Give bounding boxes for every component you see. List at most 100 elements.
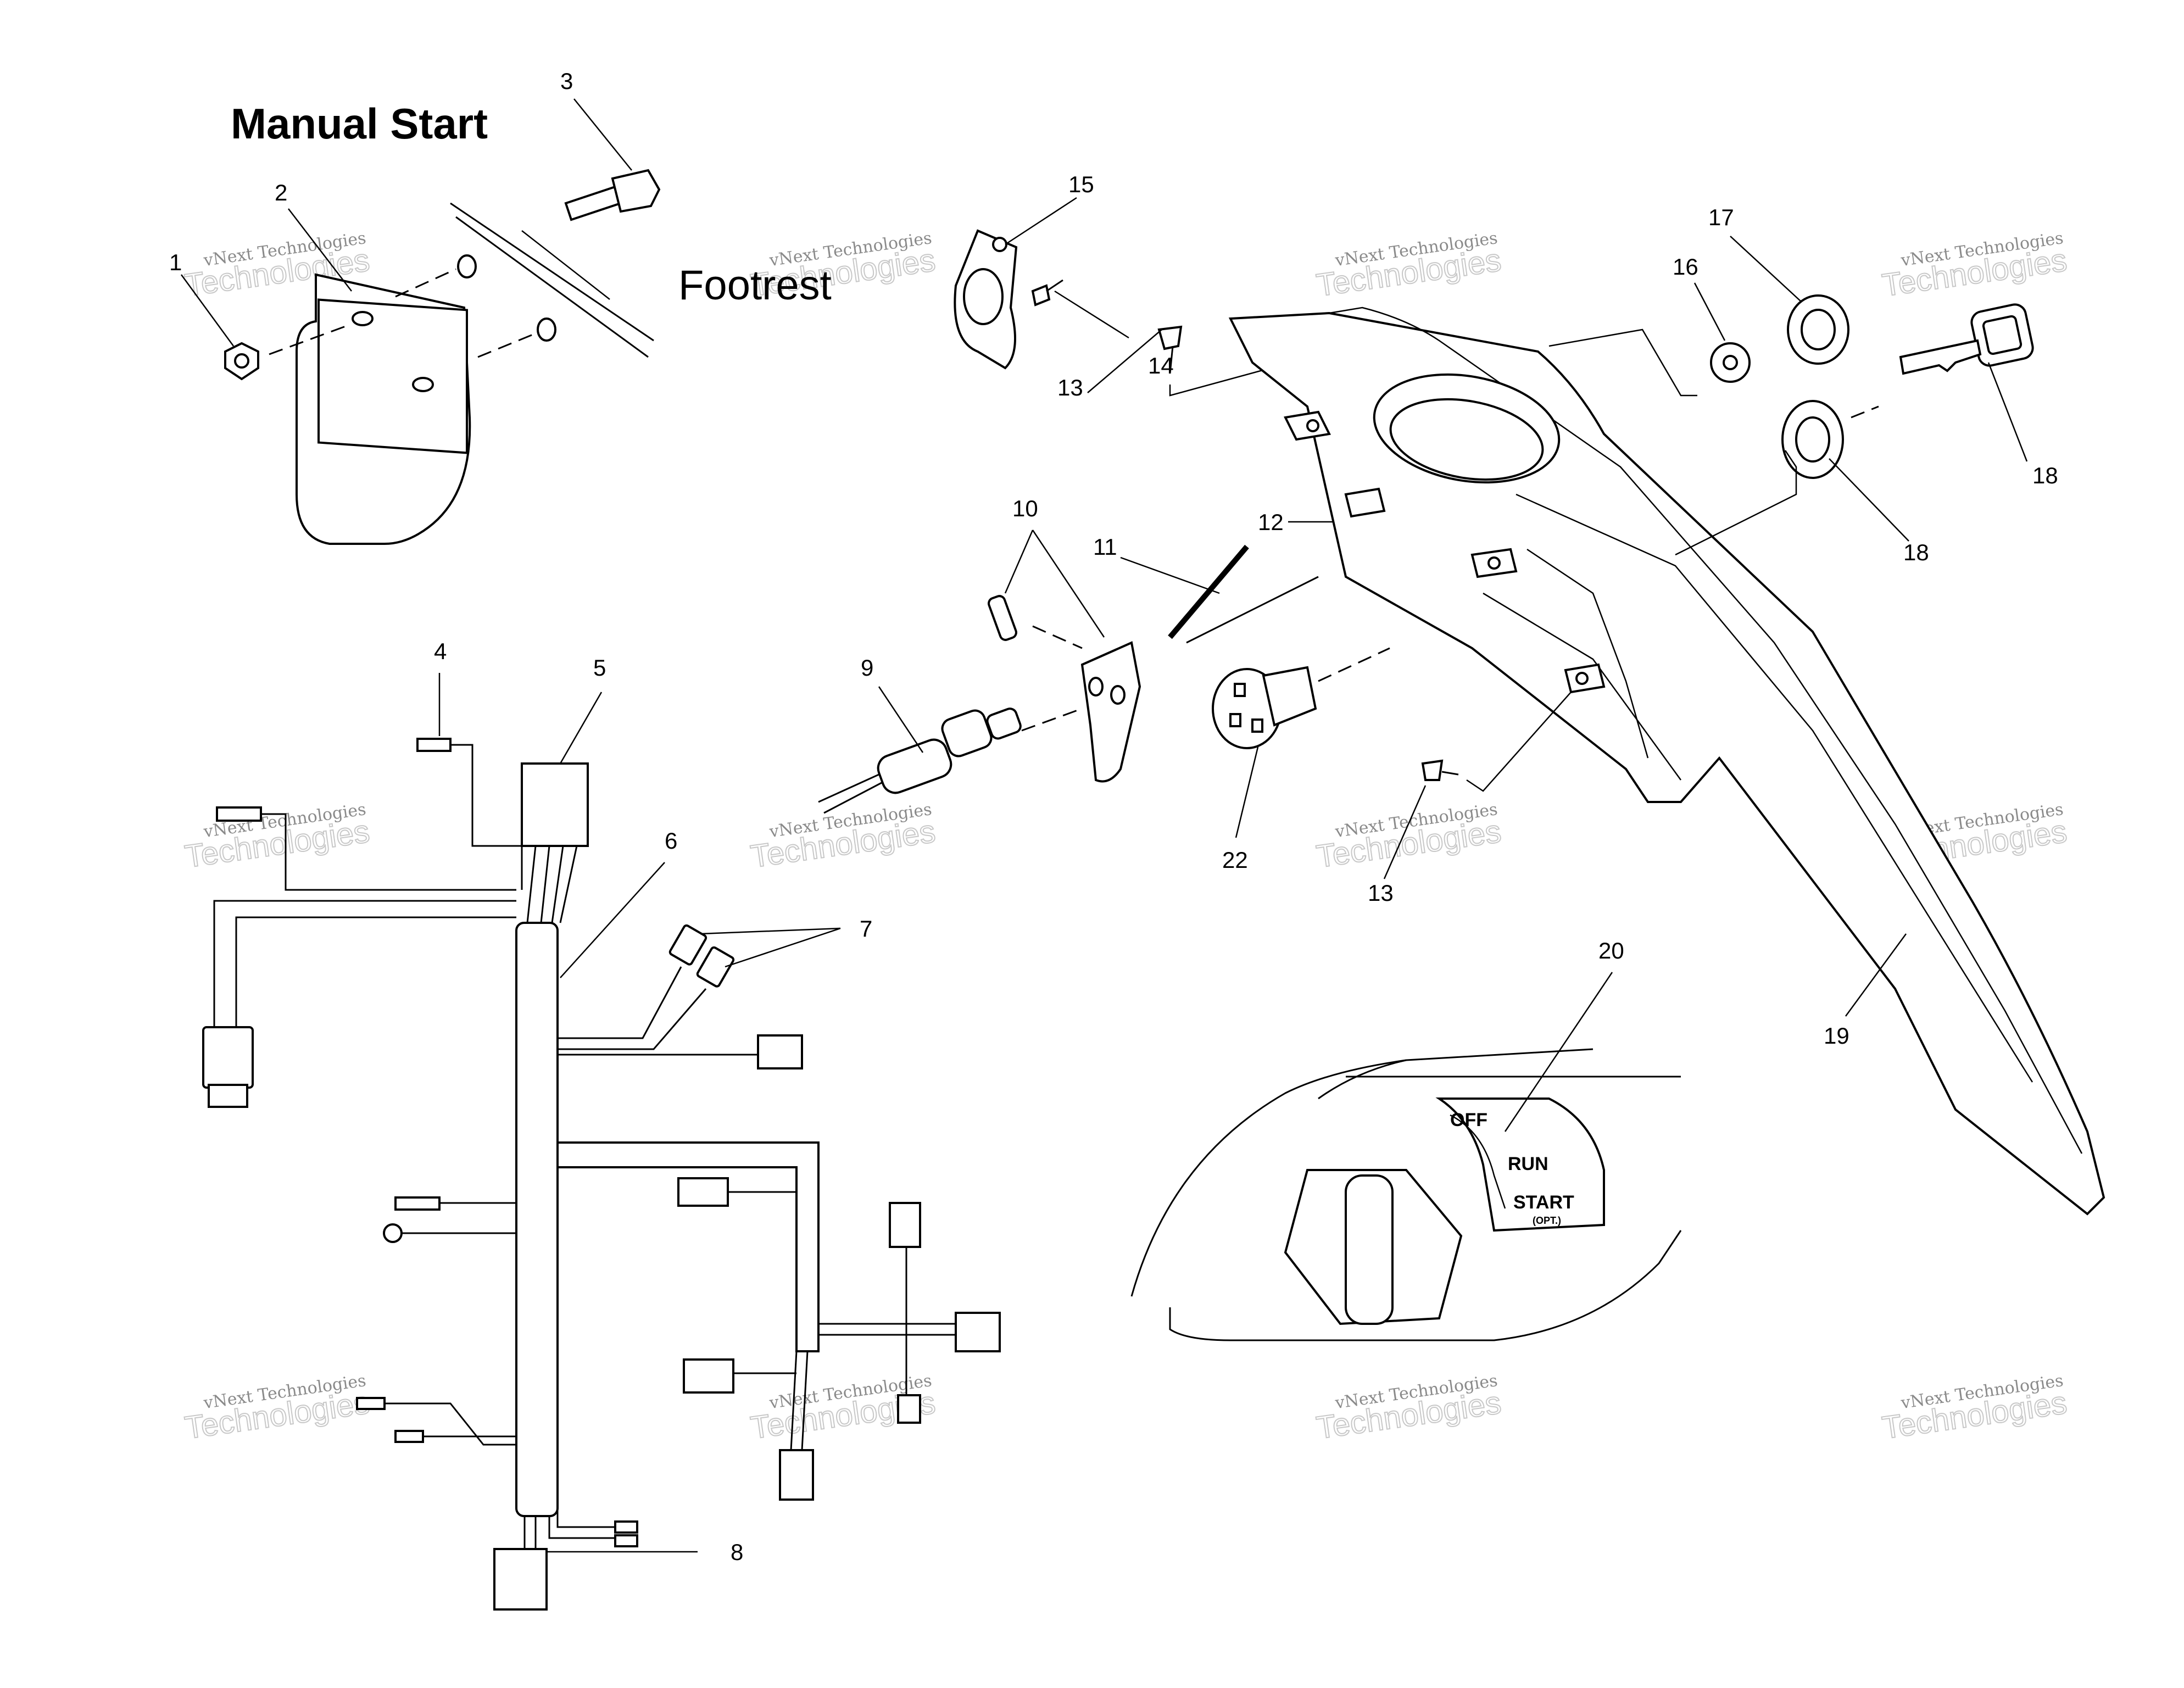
leader-line xyxy=(1005,197,1077,246)
leader-line xyxy=(1087,329,1162,393)
connector xyxy=(889,1202,921,1248)
assembly-line xyxy=(1318,647,1390,682)
rivet-pin xyxy=(1046,279,1063,292)
leader-line xyxy=(1004,530,1034,594)
leader-line xyxy=(1054,290,1129,339)
kill-switch-group: 9 10 11 xyxy=(818,495,1319,814)
position-start-note: (OPT.) xyxy=(1533,1215,1561,1226)
connector xyxy=(696,946,735,988)
tether-clip xyxy=(1080,641,1141,783)
assembly-line xyxy=(1548,328,1697,397)
leader-line xyxy=(1845,933,1907,1017)
tab-hole xyxy=(1575,672,1589,685)
connector xyxy=(668,924,707,966)
position-start: START xyxy=(1513,1192,1574,1213)
bolt xyxy=(564,169,661,221)
connector-end xyxy=(208,1084,248,1108)
callout-16: 16 xyxy=(1673,254,1698,280)
connector xyxy=(677,1177,729,1207)
panel-outline xyxy=(1130,1048,1594,1297)
harness-branch xyxy=(213,900,516,1033)
bracket-flange xyxy=(317,298,468,454)
console-assembly: 19 xyxy=(1228,307,2105,1216)
connector xyxy=(757,1034,803,1069)
callout-13: 13 xyxy=(1057,375,1083,400)
screw xyxy=(1157,325,1183,350)
callout-9: 9 xyxy=(861,655,873,681)
callout-15: 15 xyxy=(1068,171,1094,197)
assembly-line xyxy=(269,323,352,355)
callout-2: 2 xyxy=(275,180,287,205)
position-plate xyxy=(1435,1098,1605,1232)
callout-5: 5 xyxy=(593,655,606,681)
footrest-edge xyxy=(450,202,654,342)
wiring-harness: 4 5 6 7 8 xyxy=(202,638,1001,1611)
bracket-hole xyxy=(352,311,374,326)
cable-tie xyxy=(1168,544,1249,639)
housing-edge xyxy=(1329,307,2083,1154)
watermark: Technologies vNext Technologies xyxy=(748,800,938,875)
switch-knob xyxy=(1345,1174,1394,1325)
leader-line xyxy=(725,927,841,968)
diagram-title: Manual Start xyxy=(231,99,488,148)
terminal xyxy=(394,1430,424,1443)
clip-ring xyxy=(963,268,1004,325)
leader-line xyxy=(1504,972,1613,1132)
key-switch-group: 16 17 18 17 18 18 xyxy=(1548,204,2058,565)
watermark: Technologies vNext Technologies xyxy=(182,229,372,304)
housing-contour xyxy=(1516,493,2033,1083)
assembly-line xyxy=(1466,692,1572,792)
kill-switch xyxy=(877,738,952,794)
callout-7: 7 xyxy=(860,916,872,942)
wire-bundle xyxy=(526,845,578,923)
watermark: Technologies vNext Technologies xyxy=(1880,229,2070,304)
tab-hole xyxy=(1306,419,1319,432)
switch-terminal xyxy=(1251,718,1263,733)
pin xyxy=(988,595,1017,641)
leader-line xyxy=(521,230,610,300)
wire xyxy=(818,773,882,814)
leader-line xyxy=(1987,362,2028,462)
leader-line xyxy=(1693,282,1726,341)
wire xyxy=(285,873,516,891)
leader-line xyxy=(700,927,841,935)
gauge-opening xyxy=(1389,398,1544,481)
leader-line xyxy=(1120,556,1220,594)
connector xyxy=(202,1026,254,1089)
harness-branch xyxy=(235,916,516,1033)
terminal xyxy=(614,1534,638,1547)
position-arc xyxy=(1450,1114,1506,1209)
terminal xyxy=(216,806,262,822)
rivet xyxy=(1031,284,1051,307)
tab-hole xyxy=(1487,556,1501,570)
callout-17: 17 xyxy=(1708,204,1734,230)
switch-cap xyxy=(941,709,993,757)
watermark: Technologies vNext Technologies xyxy=(1314,229,1504,304)
callout-21: 20 xyxy=(1598,938,1624,963)
assembly-line xyxy=(1021,707,1083,732)
callout-14: 14 xyxy=(1148,353,1174,378)
assembly-line xyxy=(395,268,456,298)
switch-barrel xyxy=(1262,666,1317,727)
terminal xyxy=(614,1520,638,1534)
leader-line xyxy=(560,862,665,978)
watermark: Technologies vNext Technologies xyxy=(182,1371,372,1446)
clip-hole xyxy=(1088,677,1104,697)
leader-line xyxy=(1730,236,1802,303)
panel-outline xyxy=(1169,1230,1682,1341)
watermark: Technologies vNext Technologies xyxy=(1314,1371,1504,1446)
connector xyxy=(779,1449,814,1501)
leader-line xyxy=(1383,785,1427,879)
main-connector xyxy=(493,1548,548,1611)
harness-branch xyxy=(556,1141,820,1352)
callout-10: 10 xyxy=(1012,495,1038,521)
connector xyxy=(683,1358,734,1394)
callout-20: 19 xyxy=(1824,1023,1849,1049)
lock-washer-hole xyxy=(1723,355,1738,370)
callout-18-text: 18 xyxy=(2032,463,2058,488)
terminal xyxy=(394,1196,441,1211)
callout-4: 4 xyxy=(434,638,447,664)
assembly-line xyxy=(1186,576,1319,644)
leader-line xyxy=(180,274,235,347)
console-housing xyxy=(1228,311,2105,1216)
